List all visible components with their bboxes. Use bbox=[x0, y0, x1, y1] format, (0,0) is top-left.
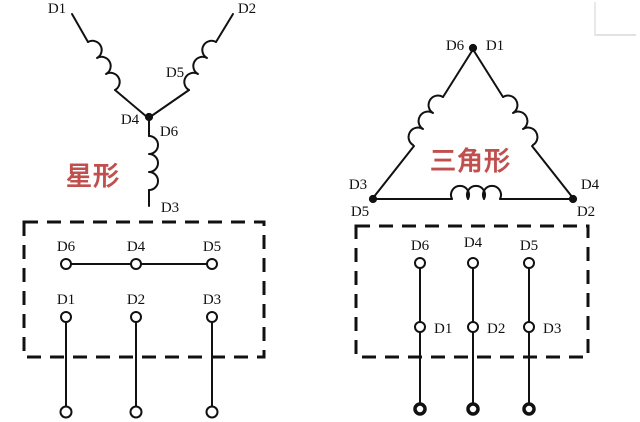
delta-terminal-mid-1[interactable] bbox=[414, 321, 426, 333]
star-label-d3: D3 bbox=[161, 200, 179, 216]
star-left-arm-coil bbox=[87, 39, 121, 91]
star-left-arm-wire-lower bbox=[114, 89, 148, 118]
delta-right-node bbox=[568, 194, 578, 204]
star-bottom-arm-coil bbox=[148, 135, 159, 191]
delta-apex-node bbox=[468, 43, 478, 53]
delta-terminal-top-3[interactable] bbox=[523, 257, 535, 269]
delta-left-edge-wire-lower bbox=[372, 145, 415, 199]
delta-box-label-top-1: D6 bbox=[411, 238, 430, 254]
star-label-d4: D4 bbox=[121, 112, 140, 128]
star-box-label-top-1: D6 bbox=[57, 239, 76, 255]
star-box-label-bottom-3: D3 bbox=[203, 292, 221, 308]
delta-terminal-mid-3[interactable] bbox=[523, 321, 535, 333]
star-terminal-top-3[interactable] bbox=[206, 258, 218, 270]
delta-winding-group: D6 D1 D3 D5 D4 D2 三角形 bbox=[349, 38, 600, 220]
delta-terminal-box bbox=[354, 224, 590, 359]
delta-box-label-bottom-1: D1 bbox=[434, 321, 452, 337]
star-winding-group: D1 D2 D5 D4 D6 D3 星形 bbox=[48, 1, 256, 216]
star-terminal-box bbox=[22, 220, 266, 359]
delta-left-edge-coil bbox=[407, 94, 444, 146]
star-box-label-bottom-2: D2 bbox=[127, 292, 145, 308]
star-box-label-top-2: D4 bbox=[127, 239, 146, 255]
delta-label-d3-left: D3 bbox=[349, 177, 367, 193]
delta-box-label-top-2: D4 bbox=[464, 235, 483, 251]
delta-terminal-top-1[interactable] bbox=[414, 257, 426, 269]
star-terminal-bottom-1[interactable] bbox=[60, 311, 72, 323]
delta-external-terminal-2[interactable] bbox=[466, 402, 480, 416]
star-right-arm-coil bbox=[183, 39, 217, 91]
delta-box-label-top-3: D5 bbox=[520, 238, 538, 254]
delta-title: 三角形 bbox=[430, 146, 511, 177]
delta-external-terminal-3[interactable] bbox=[522, 402, 536, 416]
delta-label-d5-left: D5 bbox=[351, 204, 369, 220]
star-label-d2: D2 bbox=[238, 1, 256, 17]
delta-box-label-bottom-3: D3 bbox=[543, 321, 561, 337]
delta-label-d2-right: D2 bbox=[577, 204, 595, 220]
star-terminal-bottom-2[interactable] bbox=[130, 311, 142, 323]
star-external-terminal-2[interactable] bbox=[129, 405, 143, 419]
star-terminal-top-1[interactable] bbox=[60, 258, 72, 270]
delta-right-edge-wire-lower bbox=[531, 145, 574, 199]
delta-label-d1-apex: D1 bbox=[486, 38, 504, 54]
star-right-arm-wire bbox=[215, 13, 234, 43]
delta-terminal-top-2[interactable] bbox=[467, 257, 479, 269]
star-terminal-box-group: D6 D4 D5 D1 D2 D3 bbox=[22, 220, 266, 419]
star-external-terminal-3[interactable] bbox=[205, 405, 219, 419]
star-box-label-top-3: D5 bbox=[203, 239, 221, 255]
star-box-label-bottom-1: D1 bbox=[57, 292, 75, 308]
star-terminal-bottom-3[interactable] bbox=[206, 311, 218, 323]
delta-left-edge-wire-upper bbox=[442, 50, 473, 98]
star-center-node bbox=[144, 112, 154, 122]
star-external-terminal-1[interactable] bbox=[59, 405, 73, 419]
delta-label-d4-right: D4 bbox=[581, 177, 600, 193]
delta-bottom-edge-coil bbox=[450, 184, 502, 200]
delta-right-edge-coil bbox=[502, 94, 539, 146]
delta-right-edge-wire-upper bbox=[473, 50, 504, 98]
delta-terminal-mid-2[interactable] bbox=[467, 321, 479, 333]
delta-label-d6-apex: D6 bbox=[446, 38, 465, 54]
star-left-arm-wire bbox=[71, 13, 89, 43]
star-label-d6: D6 bbox=[160, 124, 179, 140]
star-title: 星形 bbox=[66, 162, 120, 192]
star-label-d5: D5 bbox=[166, 65, 184, 81]
delta-external-terminal-1[interactable] bbox=[413, 402, 427, 416]
star-right-arm-wire-lower bbox=[149, 89, 190, 118]
delta-left-node bbox=[368, 194, 378, 204]
delta-box-label-bottom-2: D2 bbox=[487, 321, 505, 337]
star-terminal-top-2[interactable] bbox=[130, 258, 142, 270]
delta-terminal-box-group: D6 D4 D5 D1 D2 D3 bbox=[354, 224, 590, 416]
star-label-d1: D1 bbox=[48, 1, 66, 17]
